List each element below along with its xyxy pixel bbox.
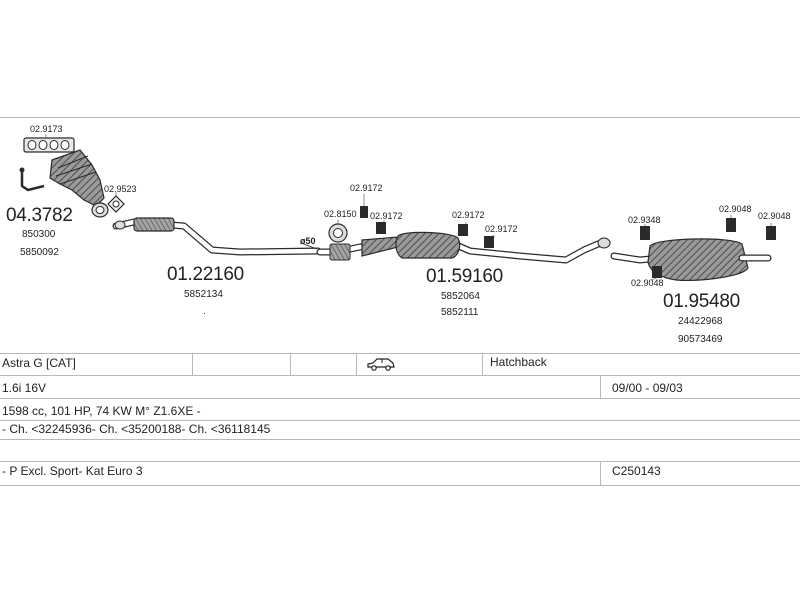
ring-code-label: 02.8150 [324,209,357,219]
rear-silencer-part[interactable] [610,218,776,281]
sealing-ring-part[interactable] [328,223,348,243]
rear-silencer-oe-label-2: 90573469 [678,334,723,345]
leader-lines [45,134,772,281]
front-pipe-oe-label: 5852134 [184,289,223,300]
dot-marker: · [203,308,206,318]
model-cell: Astra G [CAT] [2,356,76,370]
center-silencer-oe-label-1: 5852064 [441,291,480,302]
body-type-cell: Hatchback [490,355,547,369]
specs-cell: 1598 cc, 101 HP, 74 KW M° Z1.6XE - [2,404,201,418]
catalog-code-cell: C250143 [612,464,661,478]
front-pipe-code-label: 01.22160 [167,264,244,285]
rear-silencer-oe-label-1: 24422968 [678,316,723,327]
rear-silencer-code-label: 01.95480 [663,291,740,312]
manifold-oe-label-2: 5850092 [20,247,59,258]
column-divider [290,354,291,376]
column-divider [192,354,193,376]
table-row-notes: - P Excl. Sport- Kat Euro 3 C250143 [0,461,800,486]
front-pipe-part[interactable] [112,217,322,256]
exhaust-manifold-part[interactable] [49,149,109,218]
table-row-specs: 1598 cc, 101 HP, 74 KW M° Z1.6XE - [0,398,800,421]
table-row-chassis: - Ch. <32245936- Ch. <35200188- Ch. <361… [0,420,800,443]
gasket-code-label: 02.9173 [30,124,63,134]
center-silencer-part[interactable] [316,231,611,264]
flange-gasket-code-label: 02.9523 [104,184,137,194]
rear-mount-code-label-1: 02.9348 [628,215,661,225]
table-row-model: Astra G [CAT] Hatchback [0,353,800,376]
column-divider [600,462,601,486]
engine-cell: 1.6i 16V [2,381,47,395]
exhaust-system-drawing [19,134,776,281]
car-side-icon [366,357,396,374]
rear-mount-code-label-4: 02.9048 [631,278,664,288]
flange-gasket-part[interactable] [107,195,125,213]
center-silencer-oe-label-2: 5852111 [441,307,479,318]
column-divider [482,354,483,376]
table-bottom-border [0,485,800,486]
diameter-label: ø50 [300,236,316,246]
diagram-top-border [0,117,800,118]
mount-code-label-1: 02.9172 [350,183,383,193]
manifold-oe-label-1: 850300 [22,229,56,240]
years-cell: 09/00 - 09/03 [612,381,683,395]
table-row-spacer [0,439,800,462]
table-row-engine: 1.6i 16V 09/00 - 09/03 [0,375,800,399]
manifold-code-label: 04.3782 [6,205,73,226]
manifold-gasket-part[interactable] [23,137,75,153]
bracket-part[interactable] [19,167,45,192]
rubber-mount-part[interactable] [360,206,494,248]
rear-mount-code-label-3: 02.9048 [758,211,791,221]
mount-code-label-2: 02.9172 [370,211,403,221]
mount-code-label-3: 02.9172 [452,210,485,220]
notes-cell: - P Excl. Sport- Kat Euro 3 [2,464,143,478]
mount-code-label-4: 02.9172 [485,224,518,234]
chassis-cell: - Ch. <32245936- Ch. <35200188- Ch. <361… [2,422,271,436]
rear-mount-code-label-2: 02.9048 [719,204,752,214]
column-divider [600,376,601,399]
center-silencer-code-label: 01.59160 [426,266,503,287]
column-divider [356,354,357,376]
